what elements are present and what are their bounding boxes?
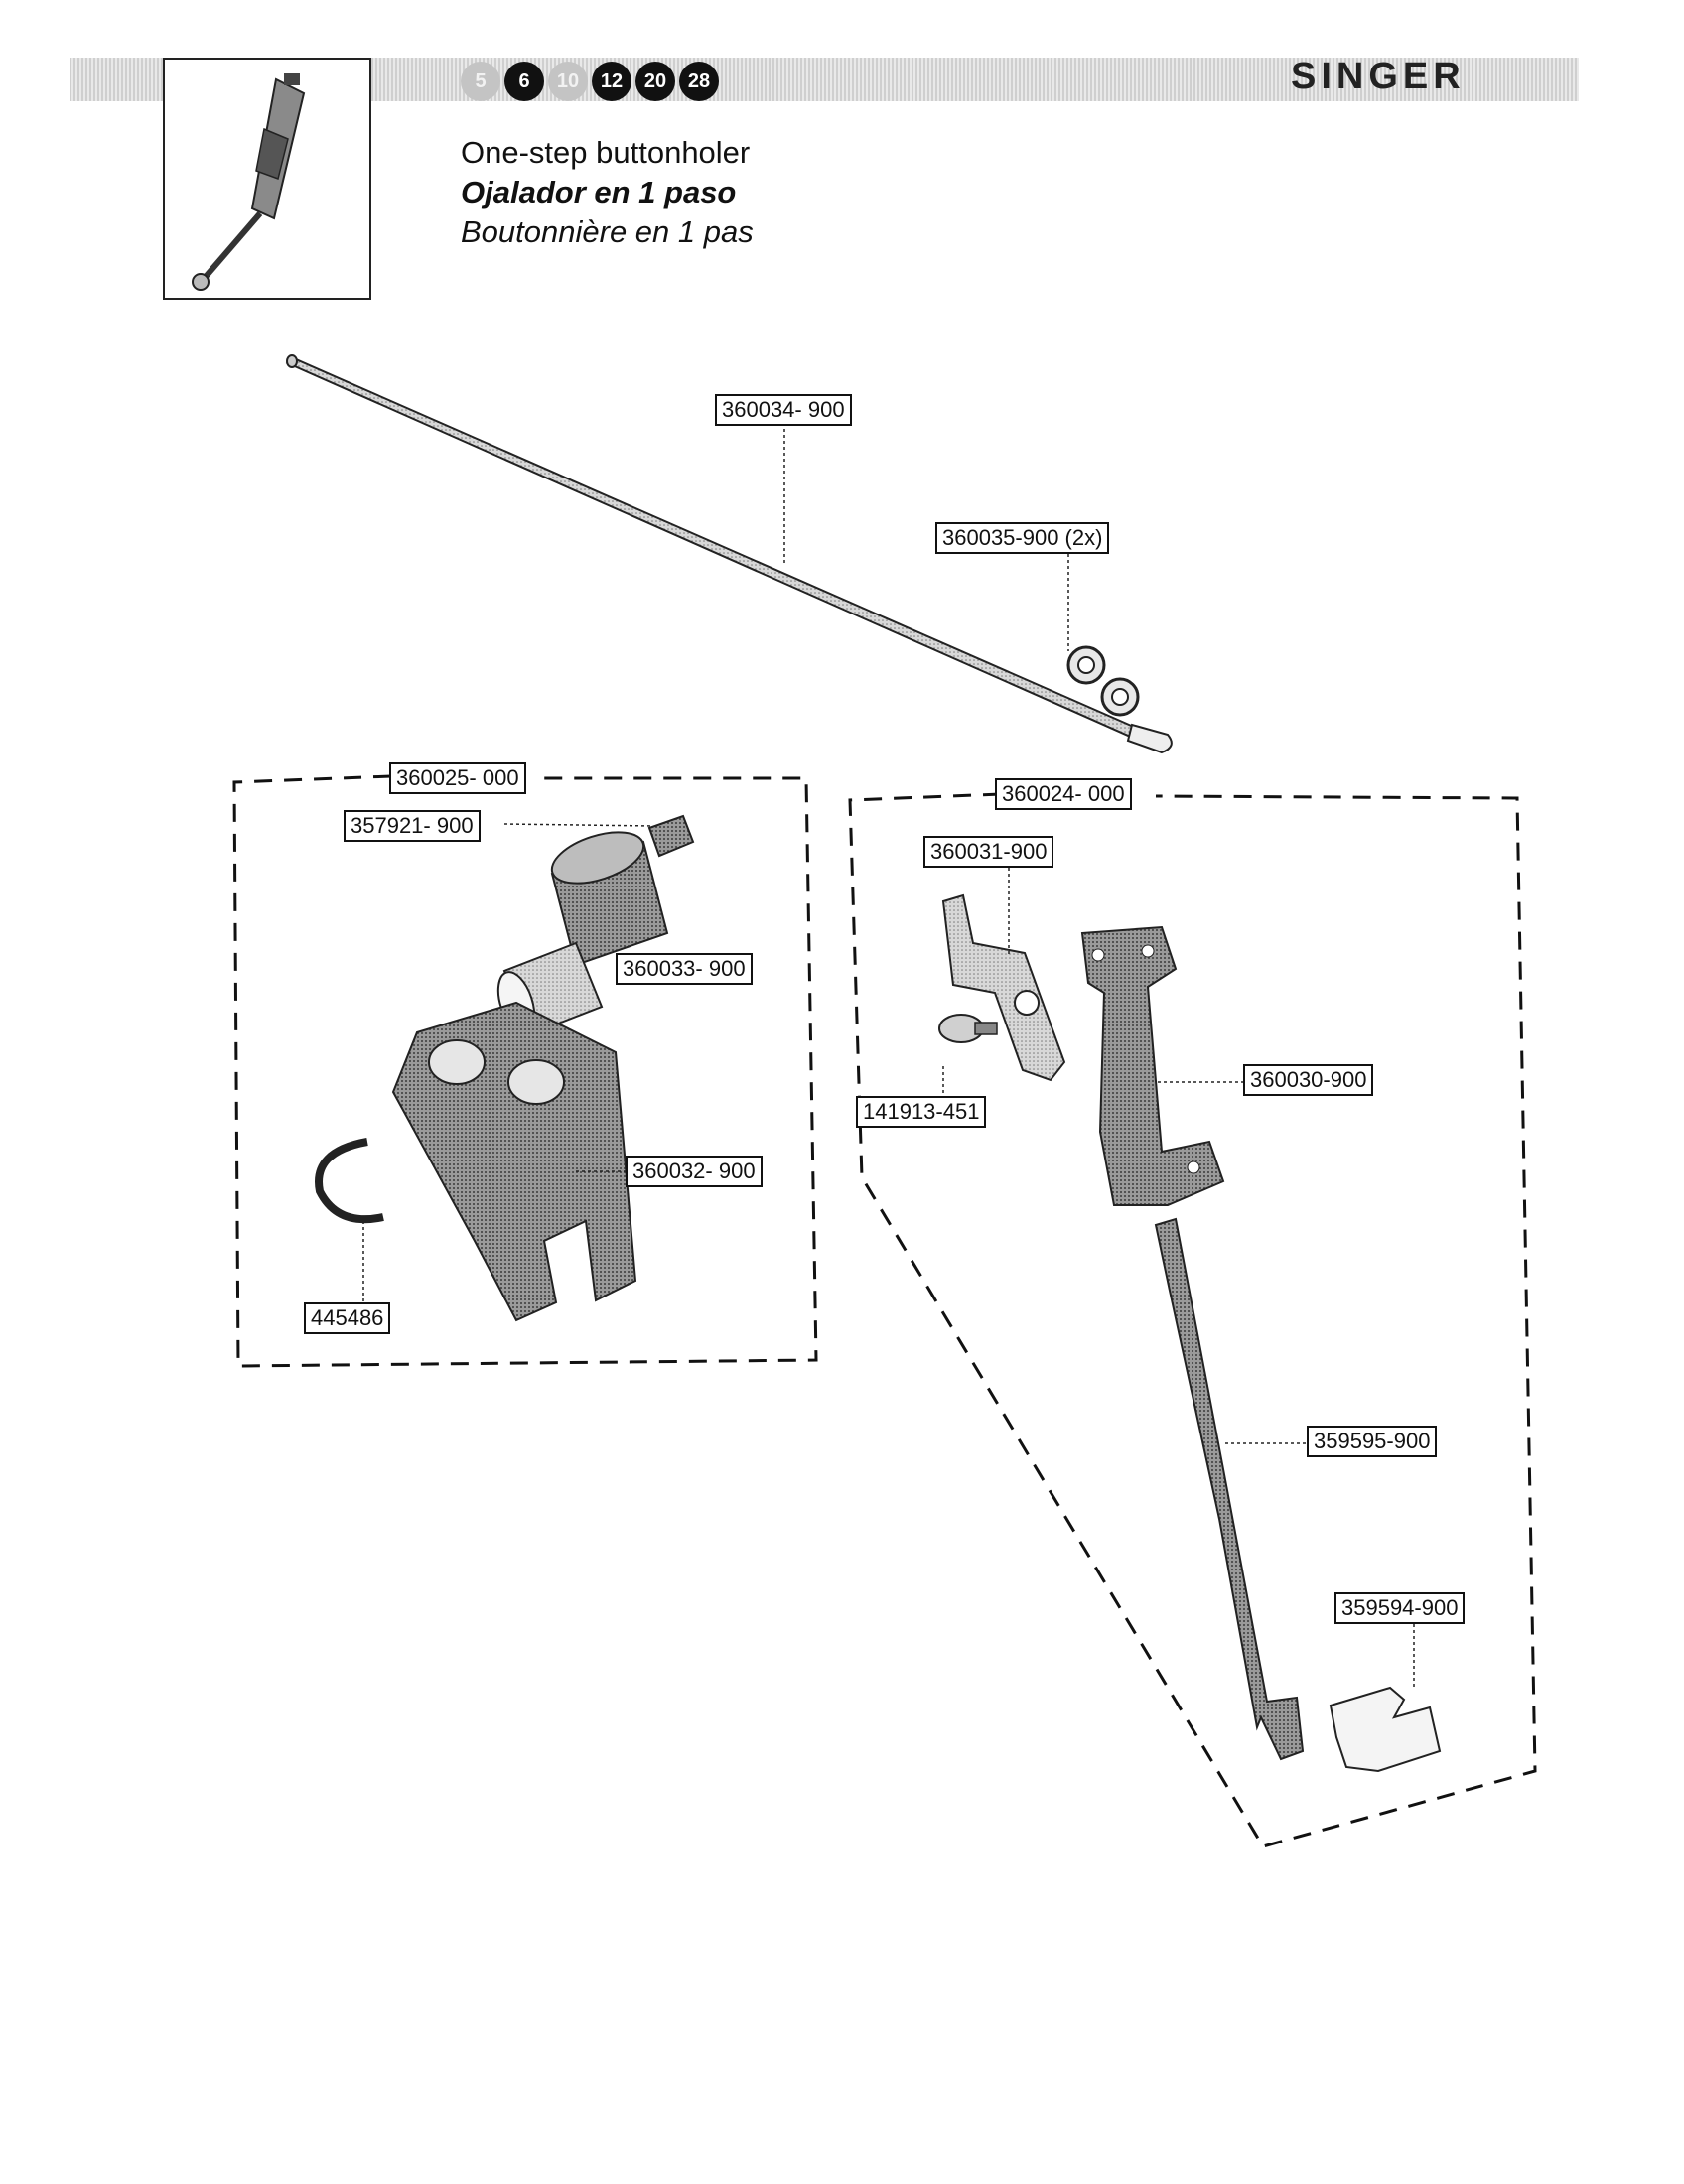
- model-badges: 5 6 10 12 20 28: [461, 62, 719, 101]
- title-english: One-step buttonholer: [461, 135, 751, 170]
- model-badge: 28: [679, 62, 719, 101]
- part-label-screws: 360035-900 (2x): [935, 522, 1110, 554]
- stopper-part: [1329, 1686, 1442, 1773]
- rod-part: [285, 354, 1173, 754]
- part-label-stopper: 359594-900: [1334, 1592, 1466, 1624]
- accessory-thumbnail: [163, 58, 371, 300]
- model-badge: 12: [592, 62, 632, 101]
- part-label-left-group: 360025- 000: [389, 762, 526, 794]
- model-badge: 20: [635, 62, 675, 101]
- block-part: [391, 1001, 637, 1322]
- brand-logo: SINGER: [1291, 56, 1466, 97]
- part-label-rod: 360034- 900: [715, 394, 852, 426]
- model-badge: 5: [461, 62, 500, 101]
- part-label-set-screw: 357921- 900: [344, 810, 481, 842]
- model-badge: 6: [504, 62, 544, 101]
- part-label-cylinder: 360033- 900: [616, 953, 753, 985]
- slider-part: [1154, 1217, 1305, 1761]
- model-badge: 10: [548, 62, 588, 101]
- part-label-block: 360032- 900: [626, 1156, 763, 1187]
- screw-washers: [1066, 645, 1140, 717]
- group-outline-left: [232, 774, 818, 1368]
- title-french: Boutonnière en 1 pas: [461, 214, 754, 249]
- title-spanish: Ojalador en 1 paso: [461, 175, 737, 209]
- buttonholer-thumbnail-image: [192, 73, 306, 291]
- e-ring-part: [315, 1138, 384, 1224]
- part-label-e-ring: 445486: [304, 1302, 391, 1334]
- part-label-plate: 360030-900: [1243, 1064, 1374, 1096]
- title-block: One-step buttonholer Ojalador en 1 paso …: [461, 133, 754, 252]
- group-outline-right: [848, 792, 1537, 1848]
- set-screw-part: [647, 814, 695, 858]
- screw-part: [938, 1014, 998, 1043]
- bracket-part: [941, 893, 1066, 1082]
- plate-part: [1080, 925, 1225, 1206]
- part-label-screw: 141913-451: [856, 1096, 987, 1128]
- part-label-bracket: 360031-900: [923, 836, 1054, 868]
- part-label-slider: 359595-900: [1307, 1426, 1438, 1457]
- part-label-right-group: 360024- 000: [995, 778, 1132, 810]
